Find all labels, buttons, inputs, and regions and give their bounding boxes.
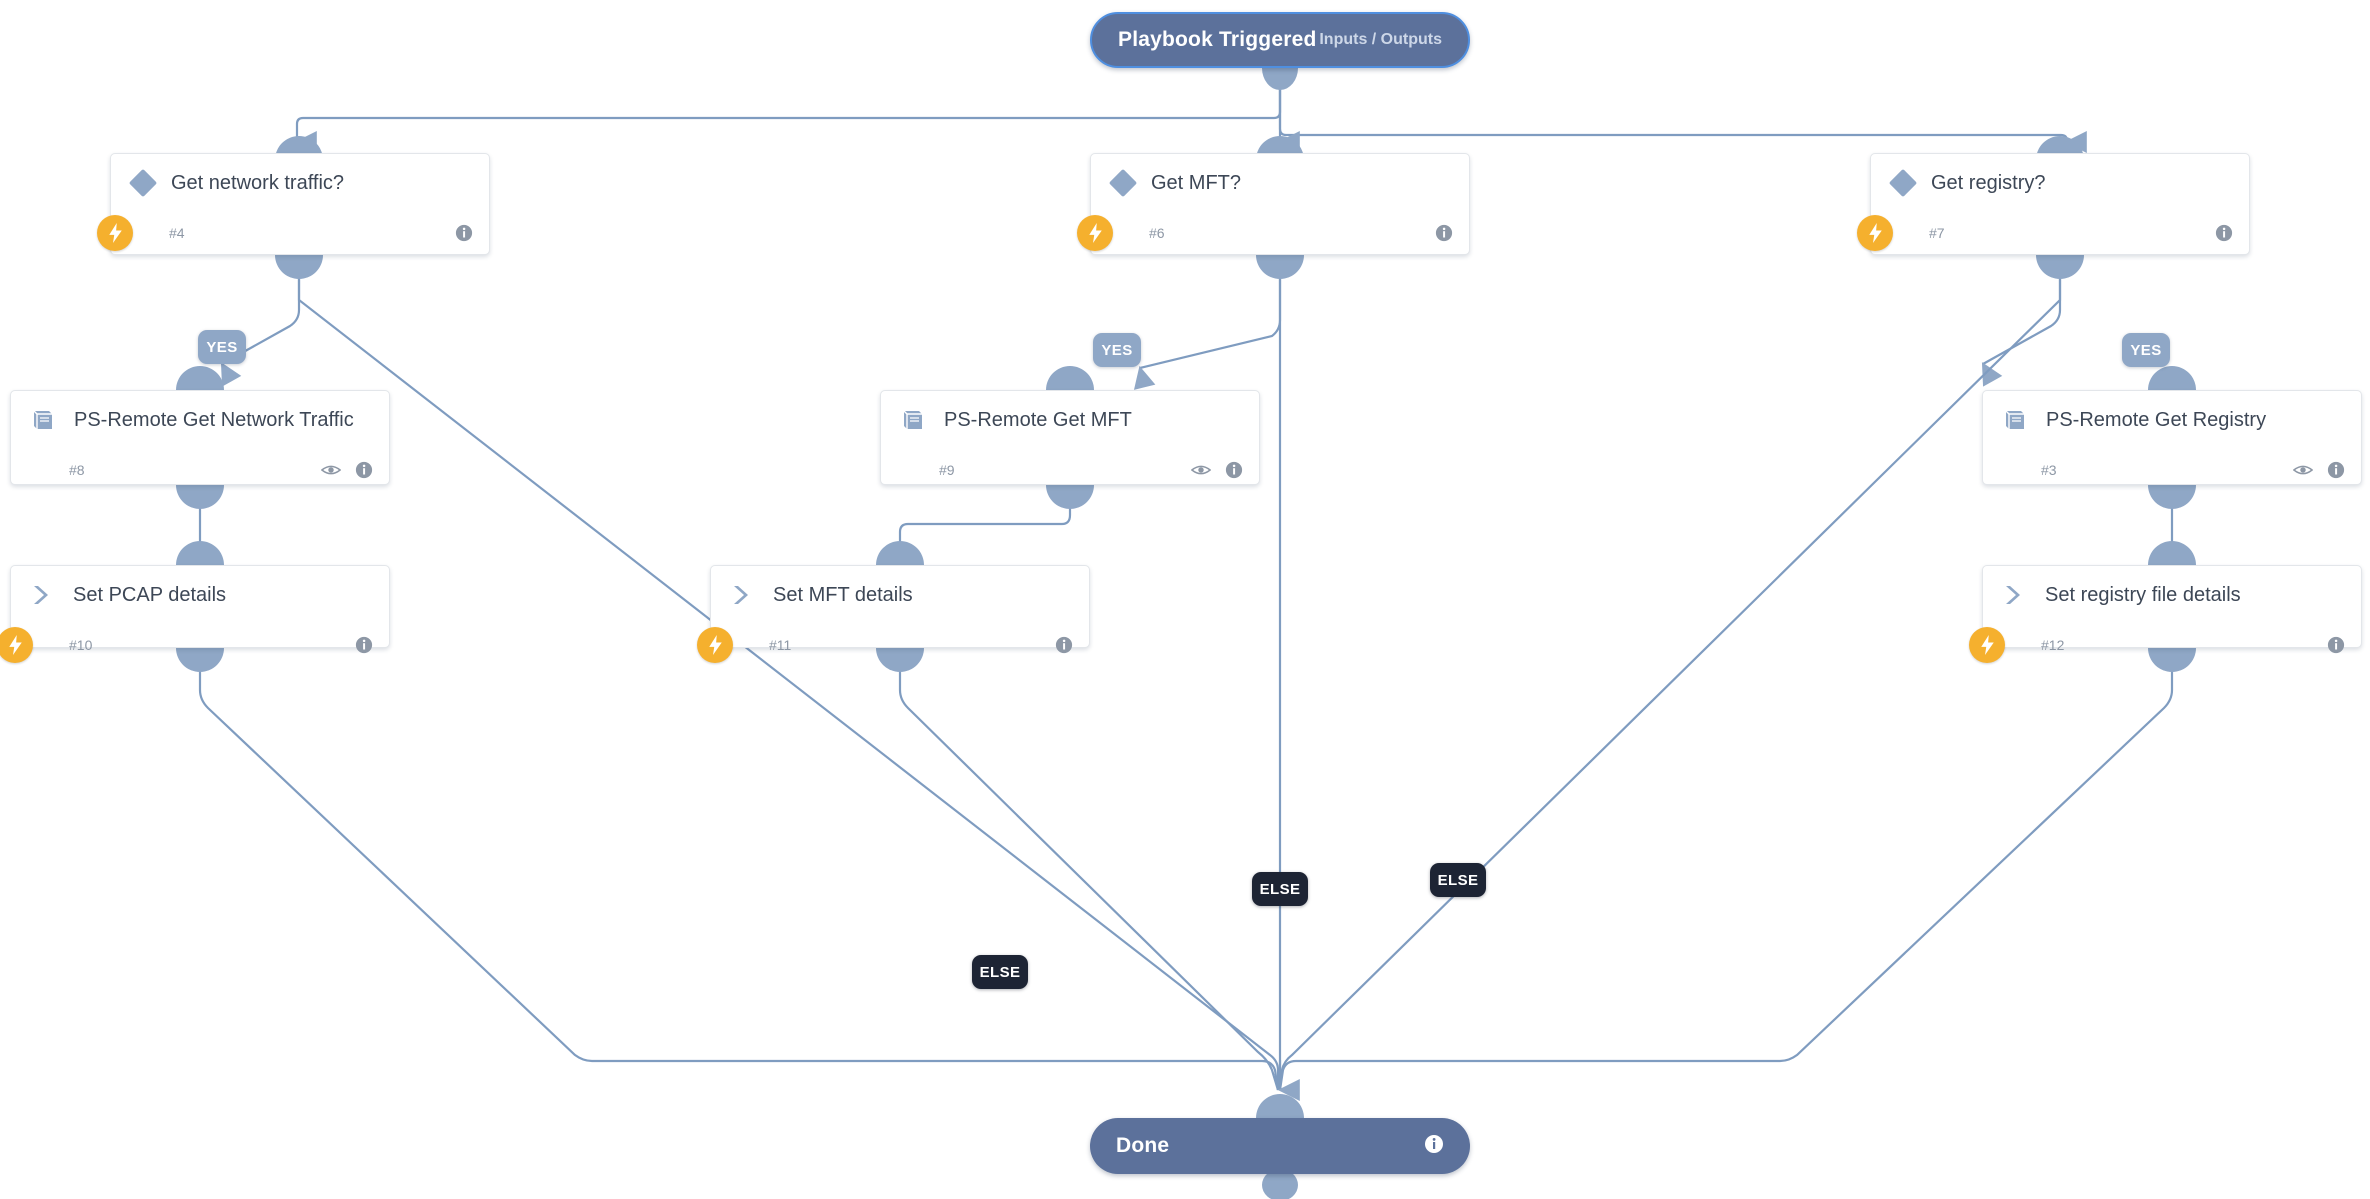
node-title: Get MFT? [1151,171,1242,194]
info-icon[interactable] [2215,224,2233,242]
task-id: #9 [939,462,955,478]
card-actions [1435,224,1453,242]
card-header: PS-Remote Get Registry [1983,391,2361,449]
edge-label-yes-registry[interactable]: YES [2122,333,2170,367]
info-icon[interactable] [2327,636,2345,654]
info-icon[interactable] [1055,636,1073,654]
book-icon [900,408,926,432]
card-footer: #6 [1077,212,1469,254]
card-header: Get registry? [1871,154,2249,212]
card-actions [1055,636,1073,654]
edge-label-else-registry[interactable]: ELSE [1430,863,1486,897]
task-id: #3 [2041,462,2057,478]
node-ps-remote-get-network-traffic[interactable]: PS-Remote Get Network Traffic #8 [10,390,390,485]
node-ps-remote-get-mft[interactable]: PS-Remote Get MFT #9 [880,390,1260,485]
card-footer: #7 [1857,212,2249,254]
eye-icon[interactable] [321,463,341,477]
card-header: Get network traffic? [111,154,489,212]
lightning-bolt-icon [697,627,733,663]
node-set-pcap-details[interactable]: Set PCAP details #10 [0,565,390,663]
card-footer: #4 [97,212,489,254]
node-get-network-traffic[interactable]: Get network traffic? #4 [97,153,490,255]
card-footer: #12 [1969,624,2361,666]
edge-label-else-network-traffic[interactable]: ELSE [972,955,1028,989]
card-actions [455,224,473,242]
card-header: Set PCAP details [11,566,389,624]
node-set-mft-details[interactable]: Set MFT details #11 [697,565,1090,663]
playbook-triggered-inputs-outputs[interactable]: Inputs / Outputs [1319,31,1442,48]
eye-icon[interactable] [1191,463,1211,477]
node-title: PS-Remote Get Network Traffic [74,408,354,431]
node-title: PS-Remote Get Registry [2046,408,2267,431]
lightning-bolt-icon [0,627,33,663]
playbook-triggered-title: Playbook Triggered [1118,28,1317,51]
chevron-right-icon [731,584,755,606]
card-actions [2327,636,2345,654]
lightning-bolt-icon [1077,215,1113,251]
card-footer: #11 [697,624,1089,666]
task-id: #4 [169,225,185,241]
info-icon[interactable] [1435,224,1453,242]
card-footer: #10 [0,624,389,666]
info-icon[interactable] [1225,461,1243,479]
info-icon[interactable] [355,461,373,479]
node-set-registry-file-details[interactable]: Set registry file details #12 [1969,565,2362,663]
edge-label-else-mft[interactable]: ELSE [1252,872,1308,906]
info-icon[interactable] [2327,461,2345,479]
card-actions [321,461,373,479]
node-done[interactable]: Done [1090,1118,1470,1174]
diamond-icon [128,168,158,198]
info-icon[interactable] [1424,1134,1444,1159]
lightning-bolt-icon [1857,215,1893,251]
diamond-icon [1108,168,1138,198]
task-id: #6 [1149,225,1165,241]
card-header: PS-Remote Get MFT [881,391,1259,449]
info-icon[interactable] [355,636,373,654]
card-header: Set registry file details [1983,566,2361,624]
task-id: #8 [69,462,85,478]
node-ps-remote-get-registry[interactable]: PS-Remote Get Registry #3 [1982,390,2362,485]
node-get-registry[interactable]: Get registry? #7 [1857,153,2250,255]
edge-label-yes-network-traffic[interactable]: YES [198,330,246,364]
task-id: #7 [1929,225,1945,241]
done-title: Done [1116,1134,1170,1157]
lightning-bolt-icon [97,215,133,251]
eye-icon[interactable] [2293,463,2313,477]
node-title: Set MFT details [773,583,913,606]
card-header: Set MFT details [711,566,1089,624]
card-header: PS-Remote Get Network Traffic [11,391,389,449]
card-header: Get MFT? [1091,154,1469,212]
task-id: #11 [769,637,792,653]
task-id: #12 [2041,637,2065,653]
info-icon[interactable] [455,224,473,242]
card-footer: #9 [881,449,1259,491]
edge-label-yes-mft[interactable]: YES [1093,333,1141,367]
book-icon [30,408,56,432]
node-title: Get registry? [1931,171,2046,194]
card-actions [2215,224,2233,242]
node-title: Get network traffic? [171,171,345,194]
book-icon [2002,408,2028,432]
node-playbook-triggered[interactable]: Playbook Triggered Inputs / Outputs [1090,12,1470,68]
lightning-bolt-icon [1969,627,2005,663]
node-title: PS-Remote Get MFT [944,408,1132,431]
card-actions [1191,461,1243,479]
diamond-icon [1888,168,1918,198]
card-footer: #8 [11,449,389,491]
node-title: Set PCAP details [73,583,227,606]
node-get-mft[interactable]: Get MFT? #6 [1077,153,1470,255]
task-id: #10 [69,637,93,653]
card-footer: #3 [1983,449,2361,491]
chevron-right-icon [31,584,55,606]
chevron-right-icon [2003,584,2027,606]
card-actions [2293,461,2345,479]
card-actions [355,636,373,654]
node-title: Set registry file details [2045,583,2241,606]
